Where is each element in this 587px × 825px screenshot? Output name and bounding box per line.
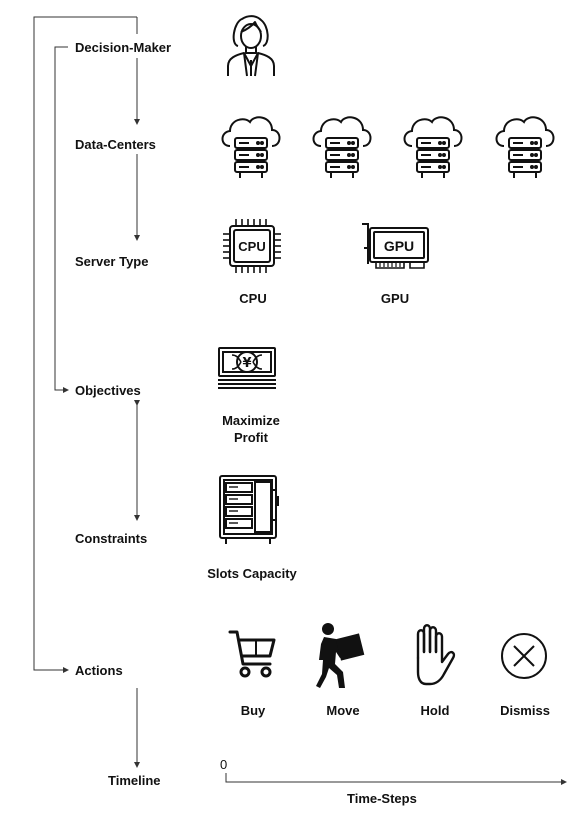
cart-icon (228, 630, 276, 678)
outer-bracket-line (33, 16, 137, 673)
hand-icon (416, 624, 456, 686)
inner-bracket-line (54, 46, 69, 393)
label-data-centers: Data-Centers (75, 137, 156, 152)
money-icon: ¥ (218, 347, 276, 389)
x-circle-icon (501, 633, 547, 679)
cloud-server-icon (312, 116, 372, 178)
cloud-server-icon (221, 116, 281, 178)
caption-maximize-profit: Maximize Profit (204, 412, 298, 446)
svg-text:GPU: GPU (384, 238, 414, 254)
timeline-start-label: 0 (220, 757, 228, 772)
timeline-axis-line (225, 773, 567, 785)
action-move: Move (326, 703, 360, 718)
label-decision-maker: Decision-Maker (75, 40, 172, 55)
label-objectives: Objectives (75, 383, 141, 398)
person-carrying-box-icon (316, 623, 365, 688)
svg-text:¥: ¥ (242, 356, 251, 371)
label-timeline: Timeline (108, 773, 161, 788)
label-actions: Actions (75, 663, 123, 678)
label-constraints: Constraints (75, 531, 148, 546)
timeline-axis-label: Time-Steps (347, 791, 417, 806)
caption-maximize-line1: Maximize (222, 413, 280, 428)
caption-slots-capacity: Slots Capacity (207, 566, 297, 581)
server-rack-icon (219, 475, 279, 544)
label-server-type: Server Type (75, 254, 149, 269)
action-buy: Buy (240, 703, 266, 718)
svg-text:CPU: CPU (238, 239, 265, 254)
person-icon (227, 15, 275, 77)
caption-cpu: CPU (239, 291, 267, 306)
caption-maximize-line2: Profit (234, 430, 268, 445)
gpu-card-icon: GPU (362, 223, 429, 269)
caption-gpu: GPU (380, 291, 410, 306)
action-hold: Hold (420, 703, 450, 718)
cloud-server-icon (403, 116, 463, 178)
cloud-server-icon (495, 116, 555, 178)
action-dismiss: Dismiss (500, 703, 550, 718)
cpu-chip-icon: CPU (223, 219, 281, 273)
